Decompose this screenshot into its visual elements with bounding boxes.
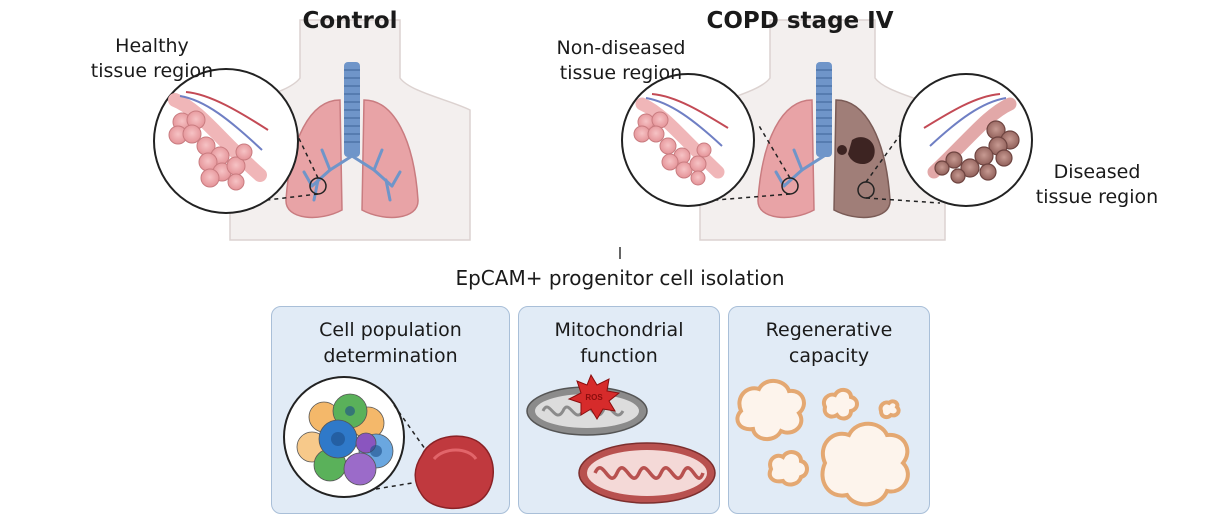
- healthy-tissue-label: Healthy tissue region: [90, 35, 214, 82]
- ros-burst-icon: ROS: [567, 373, 621, 420]
- healthy-tissue-inset: [153, 68, 299, 214]
- control-trachea: [344, 62, 360, 157]
- non-diseased-tissue-label: Non-diseased tissue region: [556, 37, 686, 84]
- organoid-spheres: [735, 379, 910, 507]
- copd-trachea: [816, 62, 832, 157]
- panel-title-mitochondrial: Mitochondrial function: [554, 319, 684, 367]
- copd-torso: [621, 19, 1033, 241]
- control-title: Control: [302, 8, 398, 34]
- panel-regenerative-capacity: Regenerative capacity: [728, 306, 930, 514]
- ros-badge: ROS: [585, 393, 603, 402]
- control-right-lung: [361, 99, 419, 219]
- copd-title: COPD stage IV: [706, 8, 894, 34]
- non-diseased-tissue-inset: [621, 73, 755, 207]
- organoid-mass: [414, 435, 494, 510]
- lung-illustration: [153, 19, 1033, 259]
- panel-mitochondrial-function: Mitochondrial function ROS: [518, 306, 720, 514]
- diseased-tissue-label: Diseased tissue region: [1035, 161, 1159, 208]
- organoids-graphic: [735, 379, 910, 507]
- cell-cluster-graphic: [283, 376, 494, 510]
- control-left-lung: [285, 99, 343, 219]
- control-bronchi: [302, 148, 402, 202]
- healthy-mitochondrion: [578, 442, 716, 504]
- panel-cell-population: Cell population determination: [271, 306, 510, 514]
- control-torso: [153, 19, 471, 241]
- copd-left-lung: [757, 99, 815, 219]
- mitochondria-graphic: ROS: [526, 373, 716, 504]
- panel-title-cell-population: Cell population determination: [319, 319, 462, 367]
- panel-title-regenerative: Regenerative capacity: [765, 319, 893, 367]
- diseased-tissue-inset: [899, 73, 1033, 207]
- isolation-step-label: EpCAM+ progenitor cell isolation: [455, 266, 785, 290]
